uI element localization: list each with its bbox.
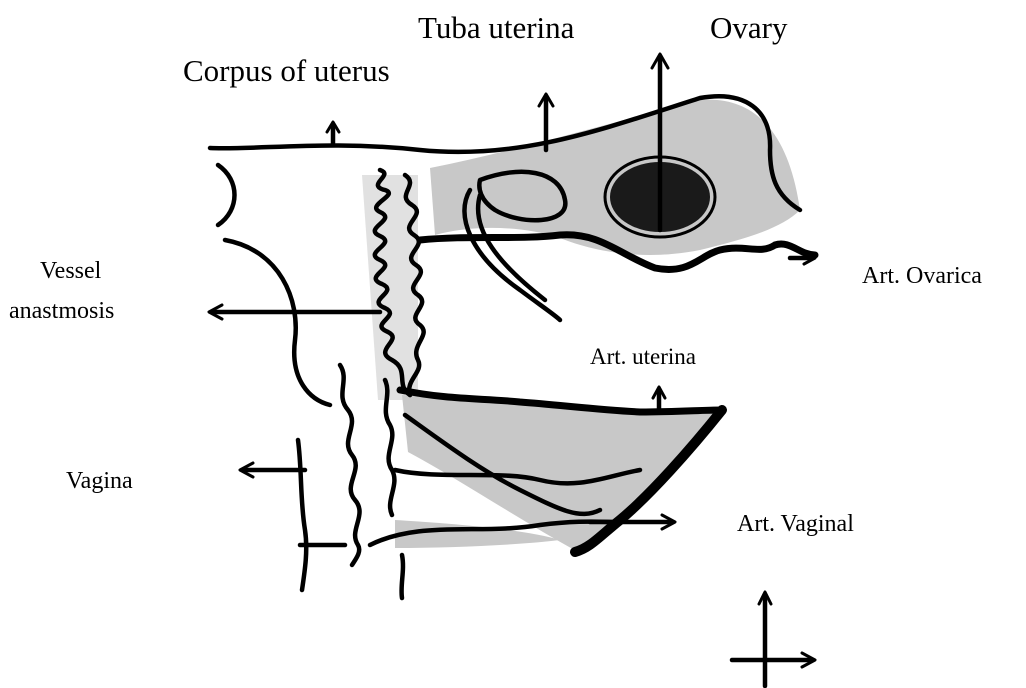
label-ovary: Ovary [710, 10, 787, 46]
vagina-wall-short [402, 555, 403, 598]
label-vagina: Vagina [66, 468, 133, 496]
label-art-uterina: Art. uterina [590, 344, 696, 370]
uterus-left-wall [225, 240, 330, 405]
label-tuba-uterina: Tuba uterina [418, 10, 574, 46]
label-corpus-of-uterus: Corpus of uterus [183, 53, 390, 89]
uterine-horn-curve [218, 165, 235, 225]
label-art-ovarica: Art. Ovarica [862, 263, 982, 291]
label-art-vaginal: Art. Vaginal [737, 511, 854, 539]
vagina-wall-middle [385, 380, 394, 515]
label-vessel-anastmosis-line2: anastmosis [9, 298, 114, 326]
anastomosis-shaded-strip [362, 175, 418, 400]
vagina-wall-outer [298, 440, 306, 590]
vagina-wall-left [340, 365, 360, 565]
label-vessel-line1: Vessel [40, 258, 101, 286]
